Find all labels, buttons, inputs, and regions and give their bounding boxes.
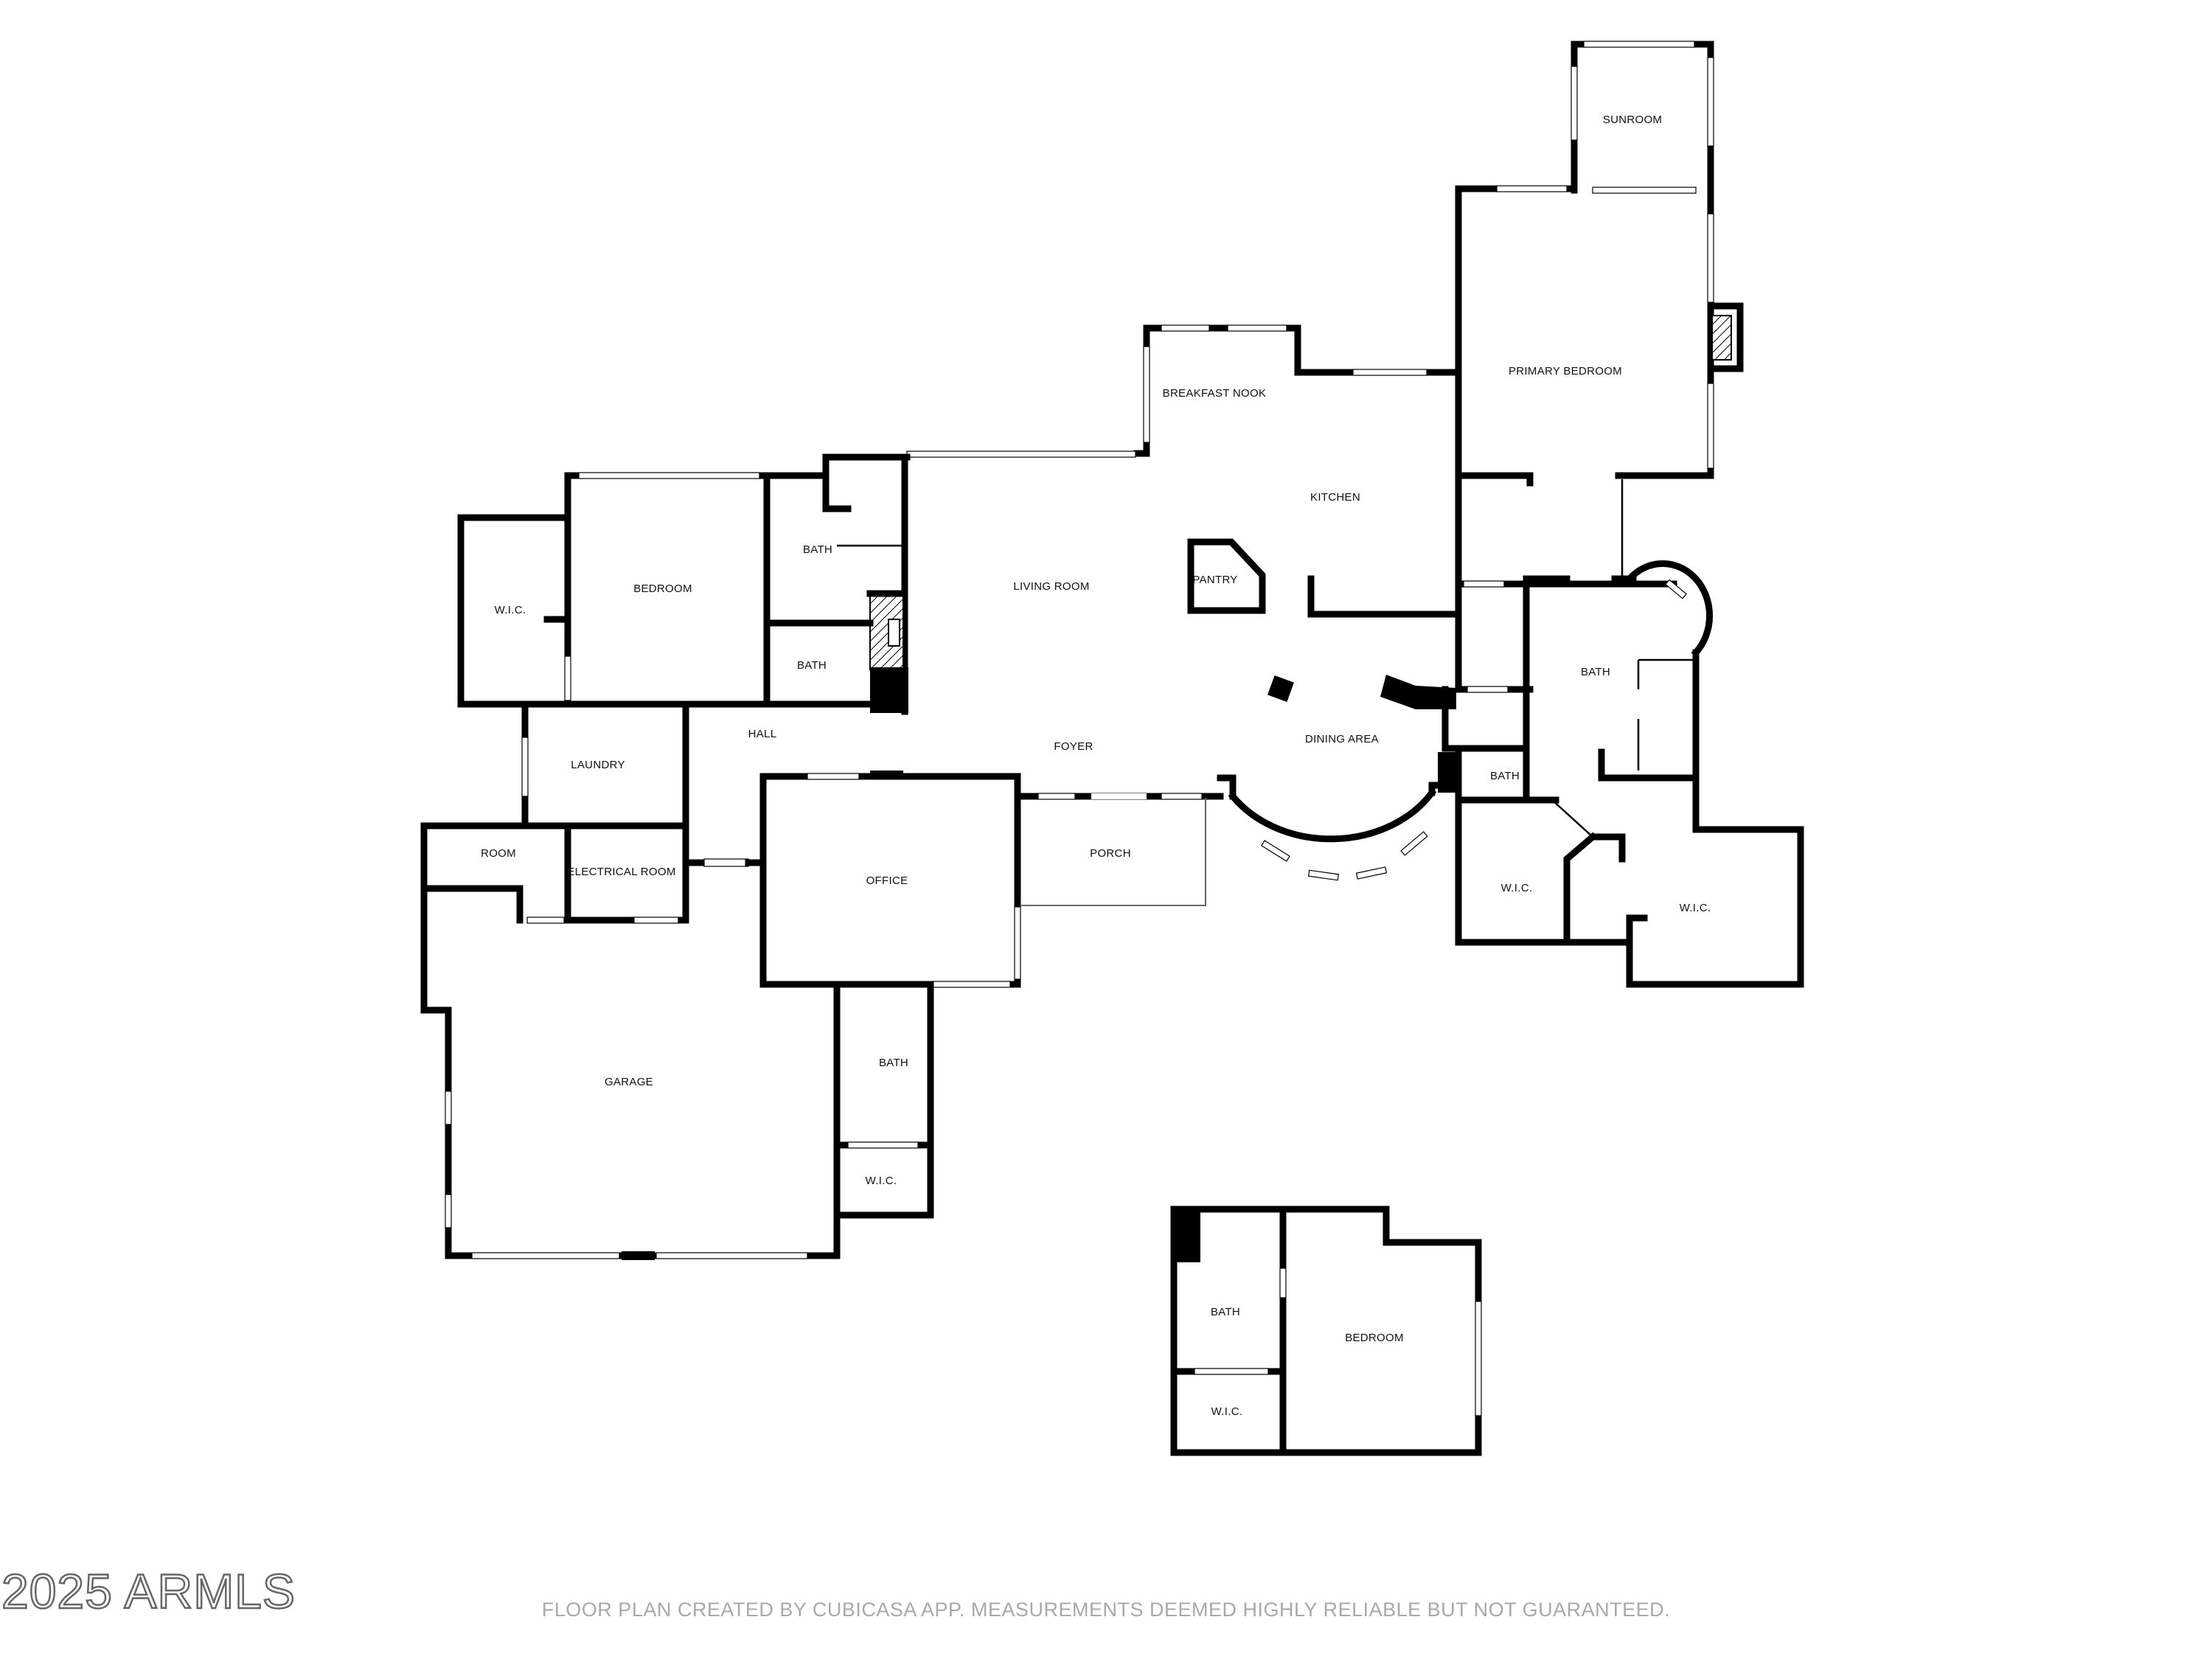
label-office: OFFICE — [866, 874, 908, 887]
copyright-watermark: 2025 ARMLS — [1, 1563, 296, 1620]
primary-bath-walls — [1441, 560, 1804, 988]
label-foyer: FOYER — [1054, 740, 1093, 753]
label-hall: HALL — [748, 728, 777, 740]
label-bath-casita: BATH — [1211, 1306, 1240, 1318]
garage-walls — [420, 981, 841, 1260]
label-wic-garage: W.I.C. — [866, 1175, 897, 1187]
label-porch: PORCH — [1090, 847, 1131, 860]
disclaimer-text: FLOOR PLAN CREATED BY CUBICASA APP. MEAS… — [541, 1599, 1671, 1621]
label-bath-west-upper: BATH — [803, 543, 832, 556]
garage-bath-walls — [833, 981, 934, 1219]
label-bath-small: BATH — [1490, 770, 1520, 782]
label-breakfast-nook: BREAKFAST NOOK — [1163, 387, 1267, 400]
label-dining-area: DINING AREA — [1305, 733, 1379, 745]
primary-bedroom-walls — [1455, 185, 1744, 619]
sunroom-walls — [1571, 41, 1714, 194]
label-bath-primary: BATH — [1581, 666, 1610, 678]
label-laundry: LAUNDRY — [571, 759, 625, 771]
label-wic-primary-right: W.I.C. — [1680, 902, 1711, 914]
label-wic-primary-left: W.I.C. — [1501, 882, 1533, 894]
label-bedroom-casita: BEDROOM — [1345, 1332, 1404, 1344]
utility-walls — [420, 700, 767, 1014]
dining-bay-walls — [1217, 675, 1458, 881]
room-labels: SUNROOM PRIMARY BEDROOM BREAKFAST NOOK K… — [481, 114, 1711, 1418]
label-bath-west-lower: BATH — [797, 659, 827, 672]
casita-walls — [1170, 1206, 1482, 1456]
label-kitchen: KITCHEN — [1310, 491, 1360, 504]
porch-walls — [1014, 793, 1224, 906]
west-wing-walls — [457, 453, 911, 708]
label-garage: GARAGE — [605, 1076, 653, 1088]
label-primary-bedroom: PRIMARY BEDROOM — [1509, 365, 1622, 378]
label-pantry: PANTRY — [1192, 574, 1237, 586]
label-wic-casita: W.I.C. — [1211, 1405, 1243, 1418]
kitchen-walls — [1133, 324, 1462, 618]
label-bath-garage: BATH — [879, 1057, 908, 1069]
living-room-walls — [822, 451, 1136, 715]
label-bedroom-west: BEDROOM — [633, 582, 692, 595]
label-wic-west: W.I.C. — [495, 604, 526, 616]
label-living-room: LIVING ROOM — [1013, 580, 1089, 593]
label-room: ROOM — [481, 847, 516, 860]
label-electrical-room: ELECTRICAL ROOM — [567, 866, 675, 878]
label-sunroom: SUNROOM — [1603, 114, 1662, 126]
